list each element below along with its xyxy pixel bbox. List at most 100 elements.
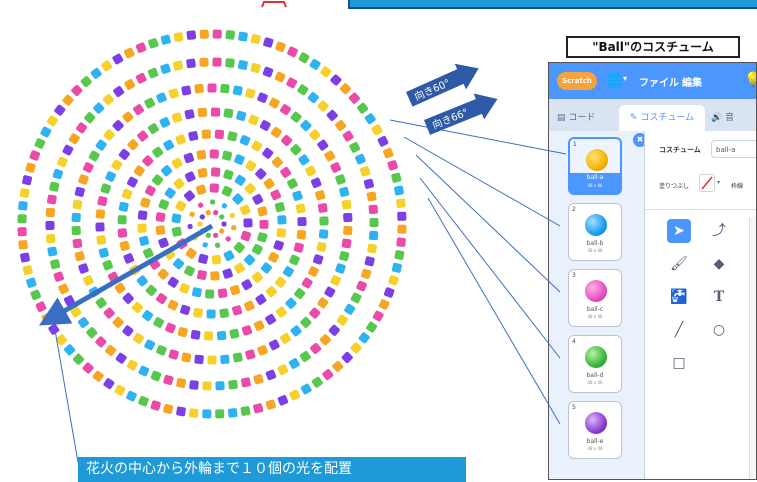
firework-light	[155, 212, 166, 222]
firework-light	[168, 88, 179, 99]
firework-light	[240, 406, 251, 416]
firework-light	[202, 381, 212, 391]
costume-item-4[interactable]: 4 ball-d 48 x 46	[568, 335, 622, 393]
firework-light	[175, 134, 186, 145]
firework-light	[360, 268, 372, 280]
tab-code[interactable]: ▤ コード	[557, 105, 619, 131]
firework-light	[142, 155, 154, 167]
firework-light	[387, 160, 398, 171]
firework-light	[309, 58, 321, 70]
firework-light	[46, 115, 58, 127]
firework-light	[97, 196, 108, 207]
firework-light	[259, 219, 269, 229]
line-icon[interactable]: ╱	[674, 322, 684, 338]
menu-bar: Scratch 🌐 ▾ ファイル 編集 💡	[549, 63, 756, 99]
firework-light	[344, 303, 356, 315]
lightbulb-icon[interactable]: 💡	[744, 72, 756, 88]
firework-light	[78, 174, 89, 185]
firework-light	[211, 254, 222, 265]
firework-light	[62, 144, 74, 156]
firework-light	[213, 209, 219, 216]
firework-light	[25, 162, 36, 173]
firework-light	[117, 228, 128, 238]
costume-item-5[interactable]: 5 ball-e 48 x 46	[568, 401, 622, 459]
firework-light	[193, 308, 203, 318]
firework-light	[184, 171, 196, 183]
firework-light	[118, 148, 130, 160]
firework-light	[355, 153, 366, 165]
chevron-down-icon: ▾	[623, 74, 628, 83]
firework-light	[129, 264, 141, 276]
firework-light	[133, 165, 145, 177]
firework-light	[275, 41, 286, 53]
firework-light	[275, 276, 287, 288]
firework-light	[215, 381, 225, 391]
firework-light	[64, 344, 76, 356]
select-arrow-icon[interactable]: ➤	[667, 219, 691, 243]
firework-light	[377, 135, 389, 147]
firework-light	[190, 329, 201, 340]
costume-item-3[interactable]: 3 ball-c 48 x 46	[568, 269, 622, 327]
costume-size: 48 x 46	[587, 248, 603, 253]
firework-light	[288, 358, 300, 369]
firework-light	[209, 183, 219, 193]
firework-light	[48, 323, 60, 335]
text-icon[interactable]: T	[713, 289, 725, 305]
firework-light	[225, 236, 231, 242]
tab-costume[interactable]: ✎ コスチューム	[619, 105, 705, 131]
costume-item-2[interactable]: 2 ball-b 48 x 46	[568, 203, 622, 261]
eraser-icon[interactable]: ◆	[713, 256, 725, 272]
fill-bucket-icon[interactable]: 🚰	[670, 289, 688, 305]
firework-light	[287, 46, 298, 58]
firework-light	[253, 403, 264, 414]
rectangle-icon[interactable]: □	[672, 355, 686, 371]
firework-light	[262, 147, 274, 159]
firework-light	[341, 199, 352, 210]
firework-light	[213, 232, 219, 239]
delete-costume-icon[interactable]: ✖	[633, 133, 647, 147]
firework-light	[74, 186, 85, 197]
globe-icon[interactable]: 🌐	[606, 73, 624, 89]
firework-light	[76, 122, 88, 134]
firework-light	[189, 408, 199, 418]
menu-file[interactable]: ファイル	[639, 78, 679, 89]
firework-light	[268, 339, 280, 351]
tab-sound-label: 音	[725, 113, 735, 123]
paint-canvas[interactable]	[749, 217, 756, 479]
firework-light	[184, 265, 195, 277]
costume-item-1[interactable]: 1 ball-a 48 x 46 ✖	[568, 133, 647, 195]
firework-light	[137, 223, 147, 233]
caption-banner: 花火の中心から外輪まで１０個の光を配置	[78, 457, 466, 482]
fill-color-swatch[interactable]	[699, 174, 715, 192]
firework-light	[297, 84, 309, 96]
tab-sound[interactable]: 🔊 音	[711, 105, 751, 131]
firework-light	[72, 238, 83, 249]
firework-light	[194, 83, 204, 94]
firework-light	[95, 336, 107, 348]
firework-light	[34, 138, 46, 149]
firework-light	[180, 304, 191, 316]
brush-icon[interactable]: 🖌	[670, 256, 688, 272]
firework-light	[29, 150, 41, 161]
firework-light	[289, 389, 301, 401]
circle-icon[interactable]: ○	[712, 322, 726, 338]
firework-light	[133, 332, 144, 344]
costume-name-input[interactable]: ball-a	[711, 140, 756, 158]
menu-edit[interactable]: 編集	[682, 78, 702, 89]
firework-light	[131, 301, 143, 314]
firework-light	[82, 362, 94, 374]
firework-light	[160, 34, 171, 45]
chevron-down-icon[interactable]: ▾	[717, 179, 721, 186]
firework-light	[112, 53, 124, 65]
firework-light	[111, 159, 123, 171]
firework-light	[297, 217, 307, 227]
firework-light	[317, 297, 329, 309]
firework-light	[286, 77, 298, 89]
reshape-icon[interactable]: ⤴	[712, 223, 726, 239]
scratch-logo[interactable]: Scratch	[557, 72, 597, 90]
firework-light	[214, 129, 225, 140]
firework-light	[341, 351, 353, 364]
firework-light	[388, 275, 399, 286]
firework-light	[163, 139, 175, 151]
firework-light	[215, 409, 225, 419]
